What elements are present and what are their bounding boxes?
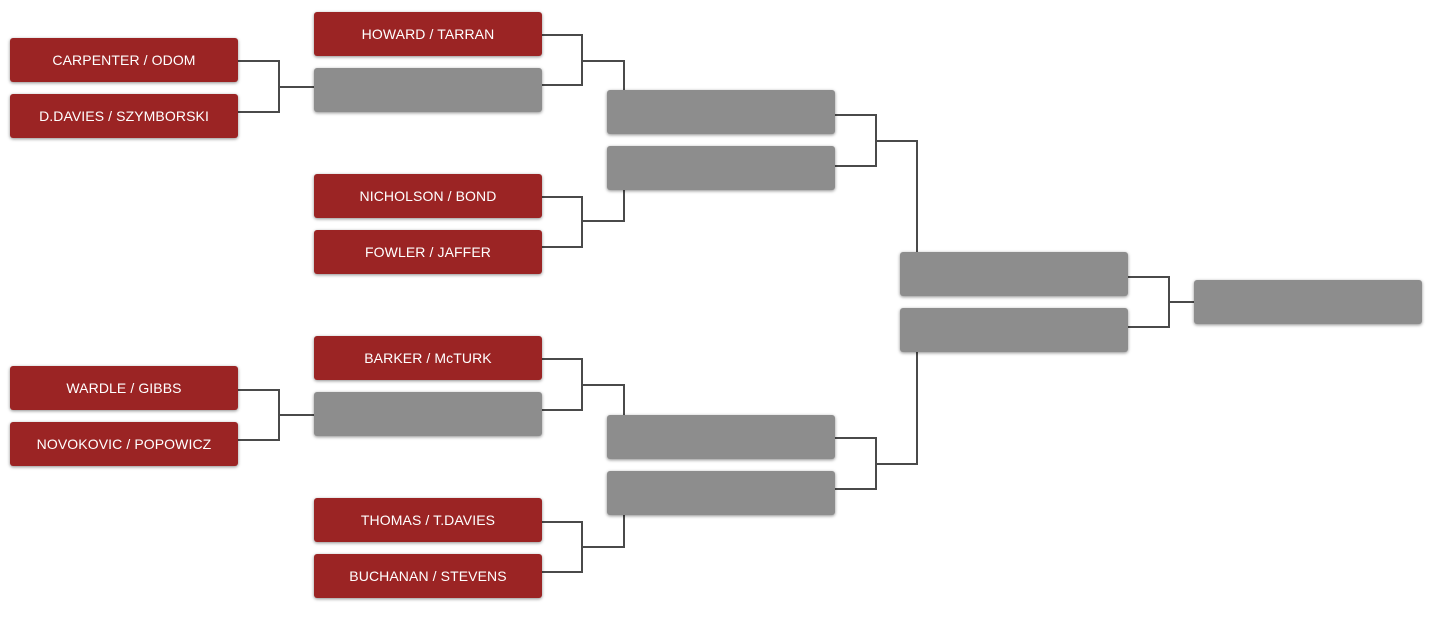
bracket-slot[interactable]: FOWLER / JAFFER	[314, 230, 542, 274]
empty-bracket-slot[interactable]	[900, 252, 1128, 296]
bracket-slot[interactable]: CARPENTER / ODOM	[10, 38, 238, 82]
bracket-slot[interactable]: WARDLE / GIBBS	[10, 366, 238, 410]
team-name: WARDLE / GIBBS	[66, 380, 182, 396]
empty-bracket-slot[interactable]	[607, 471, 835, 515]
empty-bracket-slot[interactable]	[607, 90, 835, 134]
team-name: BARKER / McTURK	[364, 350, 492, 366]
bracket-slot[interactable]: BUCHANAN / STEVENS	[314, 554, 542, 598]
empty-bracket-slot[interactable]	[607, 415, 835, 459]
team-name: NICHOLSON / BOND	[359, 188, 497, 204]
empty-bracket-slot[interactable]	[314, 392, 542, 436]
bracket-slot[interactable]: THOMAS / T.DAVIES	[314, 498, 542, 542]
empty-bracket-slot[interactable]	[900, 308, 1128, 352]
team-name: CARPENTER / ODOM	[52, 52, 196, 68]
empty-bracket-slot[interactable]	[1194, 280, 1422, 324]
team-name: HOWARD / TARRAN	[361, 26, 495, 42]
team-name: D.DAVIES / SZYMBORSKI	[39, 108, 209, 124]
empty-bracket-slot[interactable]	[314, 68, 542, 112]
bracket-slot[interactable]: D.DAVIES / SZYMBORSKI	[10, 94, 238, 138]
team-name: THOMAS / T.DAVIES	[360, 512, 496, 528]
bracket-slot[interactable]: NICHOLSON / BOND	[314, 174, 542, 218]
team-name: BUCHANAN / STEVENS	[349, 568, 507, 584]
bracket-slot[interactable]: HOWARD / TARRAN	[314, 12, 542, 56]
team-name: FOWLER / JAFFER	[365, 244, 491, 260]
empty-bracket-slot[interactable]	[607, 146, 835, 190]
bracket-slot[interactable]: NOVOKOVIC / POPOWICZ	[10, 422, 238, 466]
team-name: NOVOKOVIC / POPOWICZ	[36, 436, 212, 452]
bracket-slot[interactable]: BARKER / McTURK	[314, 336, 542, 380]
